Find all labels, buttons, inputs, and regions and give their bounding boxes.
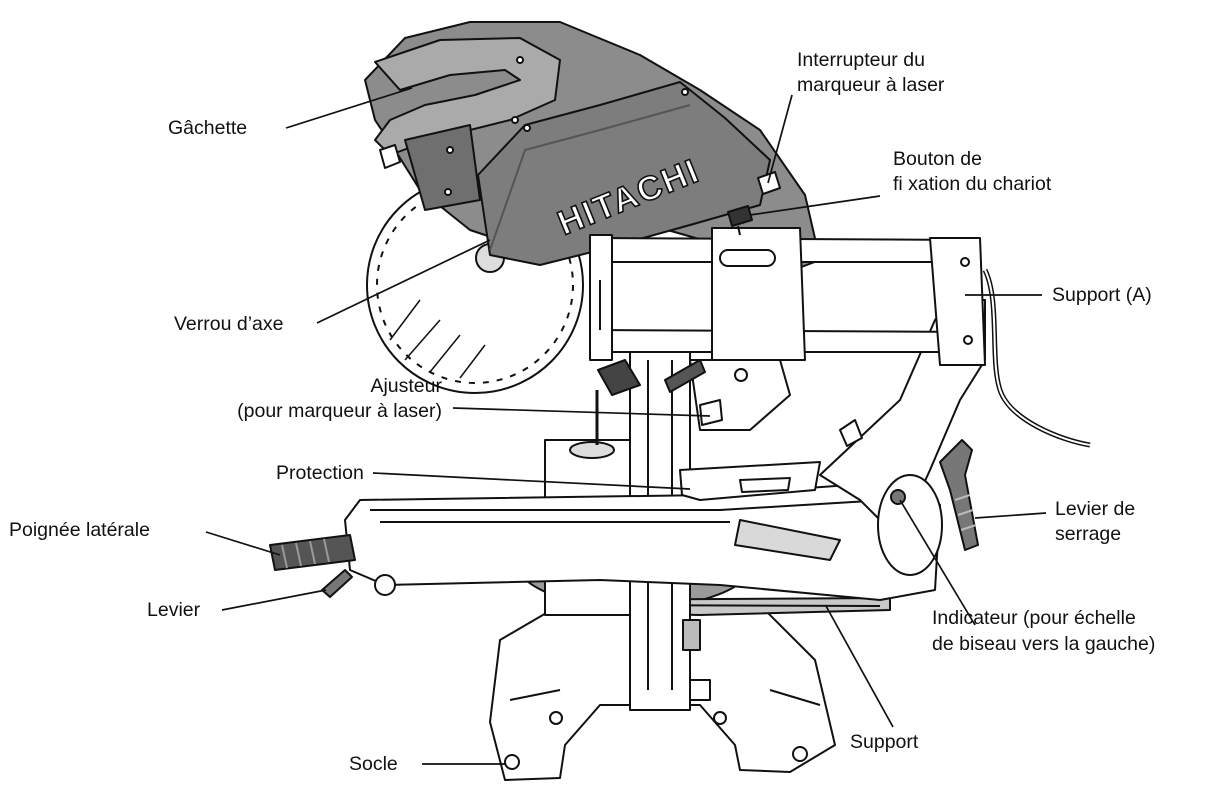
laser-switch (757, 171, 781, 195)
carriage (711, 227, 806, 361)
label-verrou: Verrou d’axe (174, 313, 284, 335)
saw-illustration (269, 21, 1091, 781)
label-bouton-line2: fi xation du chariot (893, 173, 1052, 195)
table-arm (344, 479, 941, 601)
leader-gachette (285, 87, 413, 129)
leader-support (825, 605, 894, 728)
label-ajusteur-line1: Ajusteur (370, 375, 442, 397)
label-indicateur-line1: Indicateur (pour échelle (932, 607, 1136, 629)
leader-verrou (316, 239, 491, 324)
lever (321, 569, 353, 598)
label-indicateur-line2: de biseau vers la gauche) (932, 633, 1156, 655)
leader-indicateur (899, 499, 976, 626)
leader-levier (221, 589, 327, 611)
label-levier-serrage-line2: serrage (1055, 523, 1122, 545)
label-support: Support (850, 731, 919, 753)
leader-ajusteur (452, 407, 711, 417)
label-socle: Socle (349, 753, 398, 775)
leader-levier-serrage (974, 512, 1047, 519)
label-levier: Levier (147, 599, 201, 621)
clamp-lever (939, 439, 979, 551)
leader-interrupteur (767, 94, 793, 184)
label-levier-serrage-line1: Levier de (1055, 498, 1136, 520)
support-a (929, 237, 986, 366)
leader-poignee (205, 531, 281, 556)
label-gachette: Gâchette (168, 117, 248, 139)
leader-bouton (749, 195, 881, 216)
label-protection: Protection (276, 462, 364, 484)
trigger-handle (374, 37, 561, 156)
leader-protection (372, 472, 691, 490)
label-bouton-line1: Bouton de (893, 148, 982, 170)
leader-lines (205, 87, 1047, 765)
label-ajusteur-line2: (pour marqueur à laser) (237, 400, 442, 422)
label-interrupteur-line1: Interrupteur du (797, 49, 925, 71)
bevel-indicator (890, 489, 906, 505)
label-support-a: Support (A) (1052, 284, 1152, 306)
carriage-knob (727, 205, 753, 227)
label-poignee: Poignée latérale (9, 519, 150, 541)
label-interrupteur-line2: marqueur à laser (797, 74, 945, 96)
